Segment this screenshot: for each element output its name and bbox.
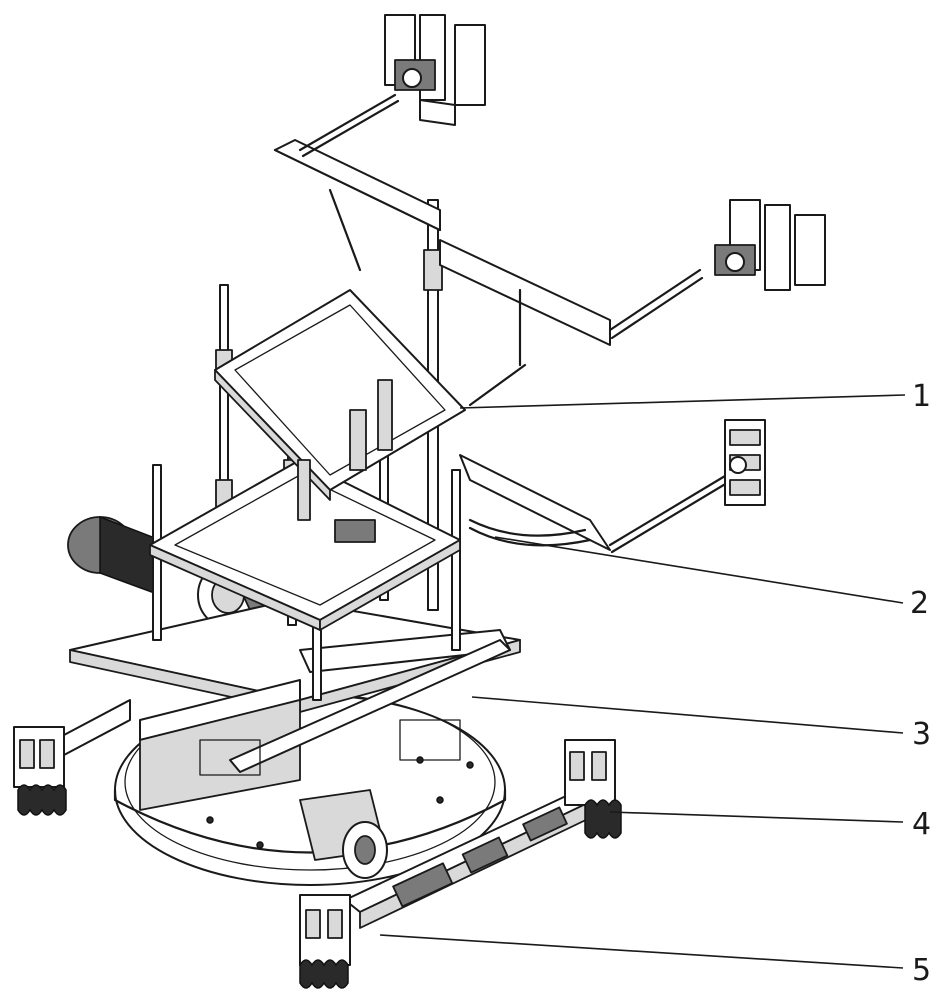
wheel-rear-left [13,699,131,816]
gripper-right [714,199,826,291]
front-axle-beam [344,779,616,929]
callout-4-leader [609,811,904,823]
wheel-front-left [299,894,351,989]
callout-2: 2 [494,536,929,621]
callout-2-label: 2 [910,586,929,621]
callout-1-leader [459,394,906,409]
callout-4: 4 [609,807,931,842]
callout-3-label: 3 [912,717,931,752]
wheel-rear-right [564,739,622,839]
callout-3-leader [471,696,904,734]
gripper-lower [724,419,766,506]
callout-5-leader [379,934,904,969]
base-frame [69,599,521,811]
callout-4-label: 4 [912,807,931,842]
callout-1-label: 1 [912,379,931,414]
drive-motor-front [299,789,388,879]
lower-frame [149,454,739,631]
actuators [297,379,393,543]
callout-5: 5 [379,934,931,988]
gripper-top [384,14,486,126]
callout-3: 3 [471,696,931,752]
callout-2-leader [494,536,904,604]
callout-5-label: 5 [912,953,931,988]
callout-1: 1 [459,379,931,414]
upper-frame [214,93,704,501]
